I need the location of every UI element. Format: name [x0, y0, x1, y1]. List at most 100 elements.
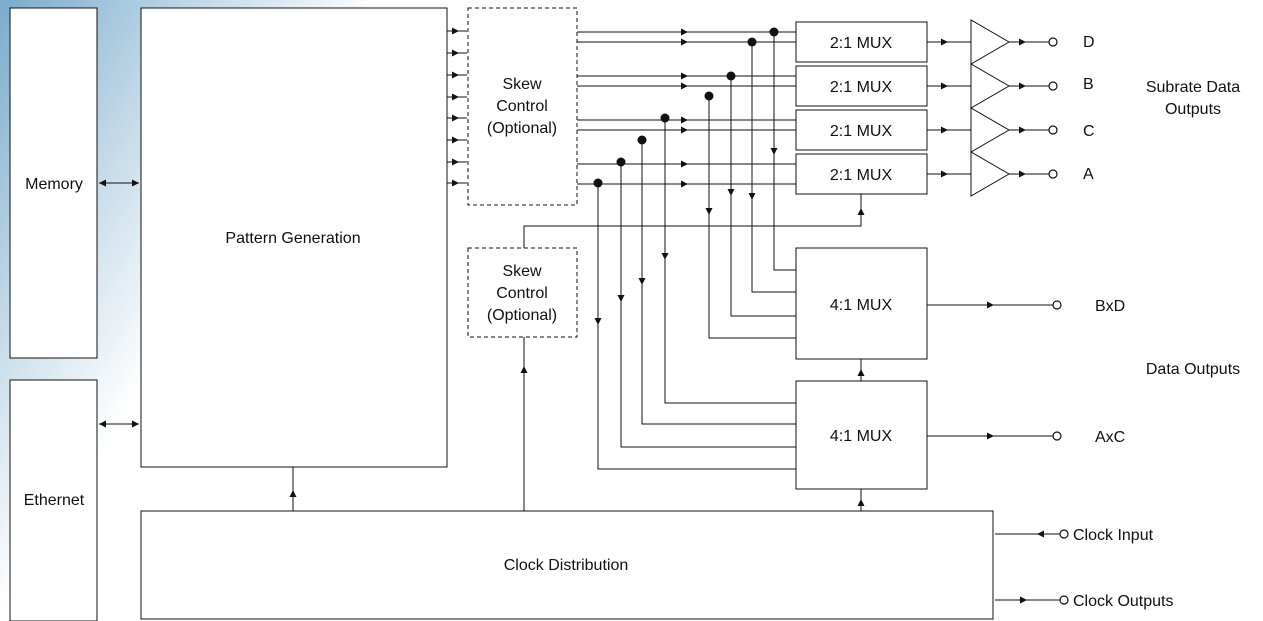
skew-control-top-line3: (Optional) [487, 120, 557, 137]
wire [597, 183, 796, 470]
mux-2to1-a: 2:1 MUX [795, 153, 928, 195]
arrowhead [99, 420, 106, 428]
terminal [1059, 529, 1069, 539]
output-label-d: D [1083, 34, 1095, 51]
arrowhead [638, 278, 646, 285]
arrowhead [857, 208, 865, 215]
arrowhead [452, 136, 459, 144]
terminal [1048, 81, 1058, 91]
skew-control-top-line1: Skew [502, 76, 542, 93]
mux-2to1-c: 2:1 MUX [795, 109, 928, 151]
arrowhead [681, 126, 688, 134]
mux-2to1-d: 2:1 MUX [795, 21, 928, 63]
wire [708, 96, 796, 339]
clock-distribution-block: Clock Distribution [140, 510, 994, 620]
terminal [1048, 37, 1058, 47]
skew-control-top-line2: Control [496, 98, 548, 115]
terminal [1052, 431, 1062, 441]
arrowhead [681, 82, 688, 90]
arrowhead [452, 49, 459, 57]
arrowhead [681, 38, 688, 46]
wire [751, 42, 796, 293]
clock-input-label: Clock Input [1073, 527, 1154, 544]
arrowhead [99, 179, 106, 187]
arrowhead [681, 28, 688, 36]
skew-control-bottom-line1: Skew [502, 263, 542, 280]
arrowhead [770, 148, 778, 155]
arrowhead [1019, 82, 1026, 90]
terminal [1052, 300, 1062, 310]
terminal [1059, 595, 1069, 605]
wire [773, 32, 796, 271]
arrowhead [520, 366, 528, 373]
mux-2to1-b: 2:1 MUX [795, 65, 928, 107]
arrowhead [681, 72, 688, 80]
arrowhead [941, 170, 948, 178]
arrowhead [132, 179, 139, 187]
arrowhead [727, 189, 735, 196]
output-buffers [970, 19, 1010, 197]
arrowhead [941, 38, 948, 46]
arrowhead [987, 301, 994, 309]
arrowhead [941, 126, 948, 134]
arrowhead [1037, 530, 1044, 538]
wire [641, 140, 796, 425]
mux-2to1-label: 2:1 MUX [830, 123, 893, 140]
skew-control-bottom-line3: (Optional) [487, 307, 557, 324]
connection-wires [99, 27, 1069, 605]
arrowhead [594, 318, 602, 325]
arrowhead [941, 82, 948, 90]
clock-outputs-label: Clock Outputs [1073, 593, 1173, 610]
data-outputs-title: Data Outputs [1146, 361, 1240, 378]
arrowhead [705, 208, 713, 215]
arrowhead [681, 116, 688, 124]
terminal [1048, 125, 1058, 135]
arrowhead [452, 27, 459, 35]
arrowhead [1019, 126, 1026, 134]
arrowhead [1020, 596, 1027, 604]
ethernet-label: Ethernet [24, 492, 85, 509]
arrowhead [1019, 170, 1026, 178]
mux-2to1-label: 2:1 MUX [830, 167, 893, 184]
skew-control-bottom-line2: Control [496, 285, 548, 302]
skew-control-top-block: Skew Control (Optional) [467, 7, 578, 206]
output-label-bxd: BxD [1095, 298, 1125, 315]
ethernet-block: Ethernet [9, 379, 98, 621]
mux-4to1-axc: 4:1 MUX [795, 380, 928, 490]
arrowhead [987, 432, 994, 440]
terminal [1048, 169, 1058, 179]
wire [620, 162, 796, 448]
output-label-axc: AxC [1095, 429, 1125, 446]
mux-2to1-label: 2:1 MUX [830, 79, 893, 96]
mux-4to1-label: 4:1 MUX [830, 297, 893, 314]
subrate-title-line1: Subrate Data [1146, 79, 1240, 96]
mux-4to1-label: 4:1 MUX [830, 428, 893, 445]
mux-2to1-label: 2:1 MUX [830, 35, 893, 52]
arrowhead [452, 179, 459, 187]
pattern-generation-label: Pattern Generation [225, 230, 360, 247]
arrowhead [681, 160, 688, 168]
arrowhead [617, 295, 625, 302]
arrowhead [1019, 38, 1026, 46]
output-label-c: C [1083, 123, 1095, 140]
arrowhead [748, 193, 756, 200]
arrowhead [452, 71, 459, 79]
arrowhead [661, 253, 669, 260]
arrowhead [857, 369, 865, 376]
output-label-b: B [1083, 76, 1094, 93]
arrowhead [289, 490, 297, 497]
arrowhead [681, 180, 688, 188]
memory-block: Memory [9, 7, 98, 359]
subrate-title-line2: Outputs [1165, 101, 1221, 118]
arrowhead [132, 420, 139, 428]
wire [730, 76, 796, 317]
skew-control-bottom-block: Skew Control (Optional) [467, 247, 578, 338]
arrowhead [452, 93, 459, 101]
memory-label: Memory [25, 176, 83, 193]
output-label-a: A [1083, 166, 1094, 183]
mux-4to1-bxd: 4:1 MUX [795, 247, 928, 360]
arrowhead [452, 158, 459, 166]
arrowhead [452, 114, 459, 122]
